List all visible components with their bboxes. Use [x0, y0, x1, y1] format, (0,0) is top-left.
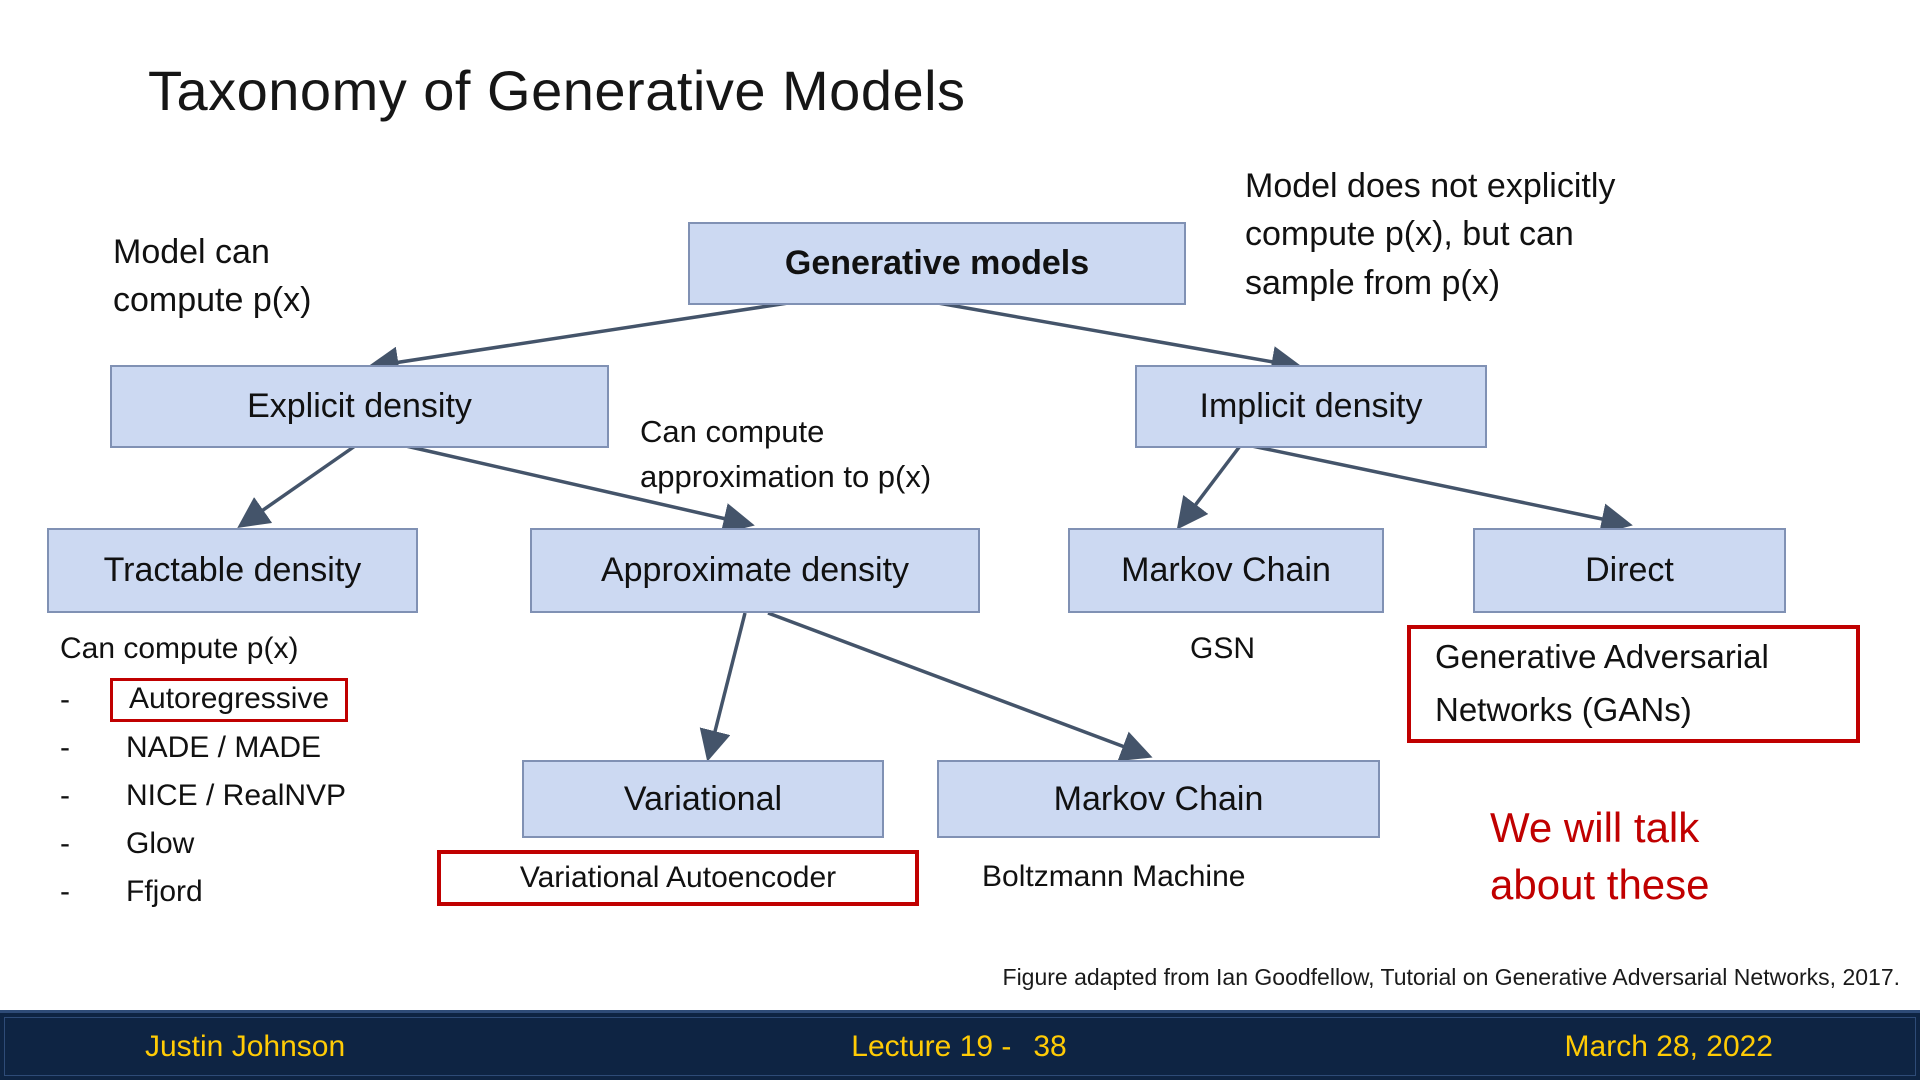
- node-tractable-density: Tractable density: [47, 528, 418, 613]
- list-item: - Autoregressive: [60, 676, 349, 724]
- footer-bar: Justin Johnson Lecture 19 - 38 March 28,…: [0, 1010, 1920, 1080]
- tractable-list-heading: Can compute p(x): [60, 632, 299, 665]
- label-boltzmann-machine: Boltzmann Machine: [982, 860, 1246, 893]
- annotation-we-will-talk: We will talk about these: [1490, 804, 1710, 908]
- list-bullet: -: [60, 731, 70, 764]
- list-item-autoregressive: Autoregressive: [110, 678, 349, 722]
- footer-author: Justin Johnson: [145, 1029, 346, 1063]
- vae-highlight-box: Variational Autoencoder: [437, 850, 919, 906]
- node-variational: Variational: [522, 760, 884, 838]
- list-item-glow: Glow: [126, 827, 195, 860]
- node-approximate-density: Approximate density: [530, 528, 980, 613]
- node-markov-chain-approx: Markov Chain: [937, 760, 1380, 838]
- footer-lecture: Lecture 19 - 38: [851, 1030, 1066, 1064]
- arrow-root-to-implicit: [937, 301, 1303, 378]
- tractable-density-list: Can compute p(x) - Autoregressive - NADE…: [60, 632, 349, 916]
- footer-lecture-label: Lecture 19 -: [851, 1029, 1012, 1063]
- node-implicit-density: Implicit density: [1135, 365, 1487, 448]
- list-item-ffjord: Ffjord: [126, 875, 203, 908]
- list-bullet: -: [60, 875, 70, 908]
- slide-title: Taxonomy of Generative Models: [148, 59, 966, 122]
- arrow-implicit-to-direct: [1251, 444, 1633, 535]
- list-bullet: -: [60, 683, 70, 716]
- list-item: - Ffjord: [60, 868, 348, 916]
- node-generative-models: Generative models: [688, 222, 1186, 305]
- node-explicit-density: Explicit density: [110, 365, 609, 448]
- label-gsn: GSN: [1190, 632, 1256, 665]
- arrow-explicit-to-tractable: [237, 444, 357, 529]
- annotation-model-does-not-compute: Model does not explicitly compute p(x), …: [1245, 167, 1616, 302]
- list-item-nice-realnvp: NICE / RealNVP: [126, 779, 347, 812]
- arrow-approximate-to-variational: [699, 612, 747, 762]
- list-item-nade-made: NADE / MADE: [126, 731, 322, 764]
- node-markov-chain-implicit: Markov Chain: [1068, 528, 1384, 613]
- arrow-approximate-to-markov2: [767, 611, 1153, 762]
- annotation-can-compute-approximation: Can compute approximation to p(x): [640, 414, 932, 494]
- list-item: - NICE / RealNVP: [60, 772, 348, 820]
- figure-credit: Figure adapted from Ian Goodfellow, Tuto…: [1002, 964, 1900, 990]
- list-bullet: -: [60, 779, 70, 812]
- footer-date: March 28, 2022: [1564, 1029, 1773, 1063]
- arrow-implicit-to-markov: [1176, 444, 1242, 530]
- gan-highlight-box: Generative Adversarial Networks (GANs): [1407, 625, 1860, 743]
- arrow-root-to-explicit: [367, 301, 789, 378]
- list-item: - Glow: [60, 820, 348, 868]
- annotation-model-can-compute: Model can compute p(x): [113, 233, 312, 320]
- node-direct: Direct: [1473, 528, 1786, 613]
- footer-slide-number: 38: [1033, 1029, 1067, 1063]
- list-item: - NADE / MADE: [60, 724, 348, 772]
- list-bullet: -: [60, 827, 70, 860]
